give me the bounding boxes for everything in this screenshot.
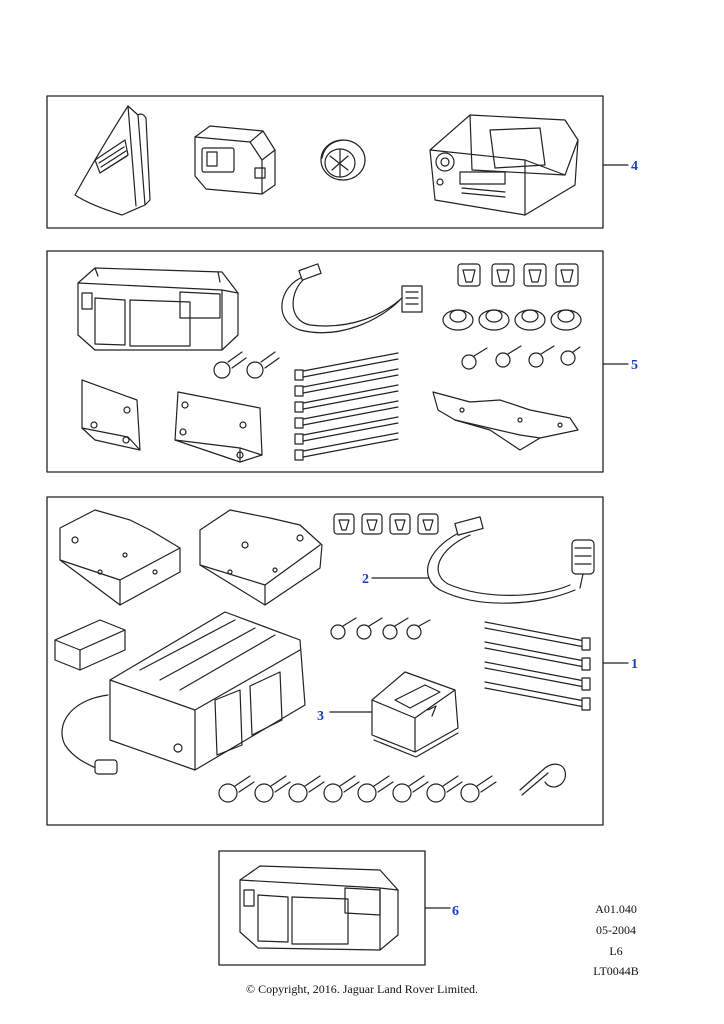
head-unit-illustration (429, 114, 579, 216)
screws-panel1-illustration (330, 617, 431, 640)
trim-cover-illustration (74, 105, 151, 216)
switch-pack-illustration (194, 125, 276, 195)
panel-1: 2 (46, 496, 638, 826)
callout-4: 4 (631, 159, 638, 174)
panel-5: 5 (46, 250, 638, 473)
mounting-plate-illustration (432, 391, 579, 451)
small-screws-illustration (461, 345, 581, 370)
screws-illustration (213, 351, 280, 379)
pad-illustration (54, 619, 126, 671)
harness-2-illustration (427, 516, 595, 604)
bracket-b-illustration (199, 509, 323, 606)
callout-2: 2 (362, 572, 369, 587)
knob-illustration (320, 139, 366, 181)
panel-4: 4 (46, 95, 638, 229)
module-3-illustration (371, 671, 459, 758)
callout-3: 3 (317, 709, 324, 724)
cd-changer-large-illustration (61, 611, 306, 775)
illustration-code: LT0044B (593, 964, 639, 978)
level-code: L6 (609, 944, 623, 958)
harness-illustration (281, 263, 423, 334)
cd-changer-illustration (77, 267, 239, 351)
p-clip-illustration (519, 763, 567, 796)
callout-1: 1 (631, 657, 638, 672)
cable-ties-illustration (294, 352, 399, 461)
nuts-illustration (442, 309, 582, 331)
bracket-right-illustration (174, 391, 263, 463)
cable-ties-panel1-illustration (484, 621, 591, 711)
clips-illustration (457, 263, 579, 287)
bolts-row-illustration (218, 775, 497, 803)
panel-6: 6 (218, 850, 459, 966)
date-code: 05-2004 (596, 923, 636, 937)
clips-panel1-illustration (333, 513, 439, 535)
copyright-notice: © Copyright, 2016. Jaguar Land Rover Lim… (245, 982, 479, 996)
bracket-left-illustration (81, 379, 141, 451)
callout-6: 6 (452, 904, 459, 919)
callout-5: 5 (631, 358, 638, 373)
cd-changer-small-illustration (239, 865, 399, 951)
reference-number: A01.040 (595, 902, 637, 916)
bracket-a-illustration (59, 509, 181, 606)
